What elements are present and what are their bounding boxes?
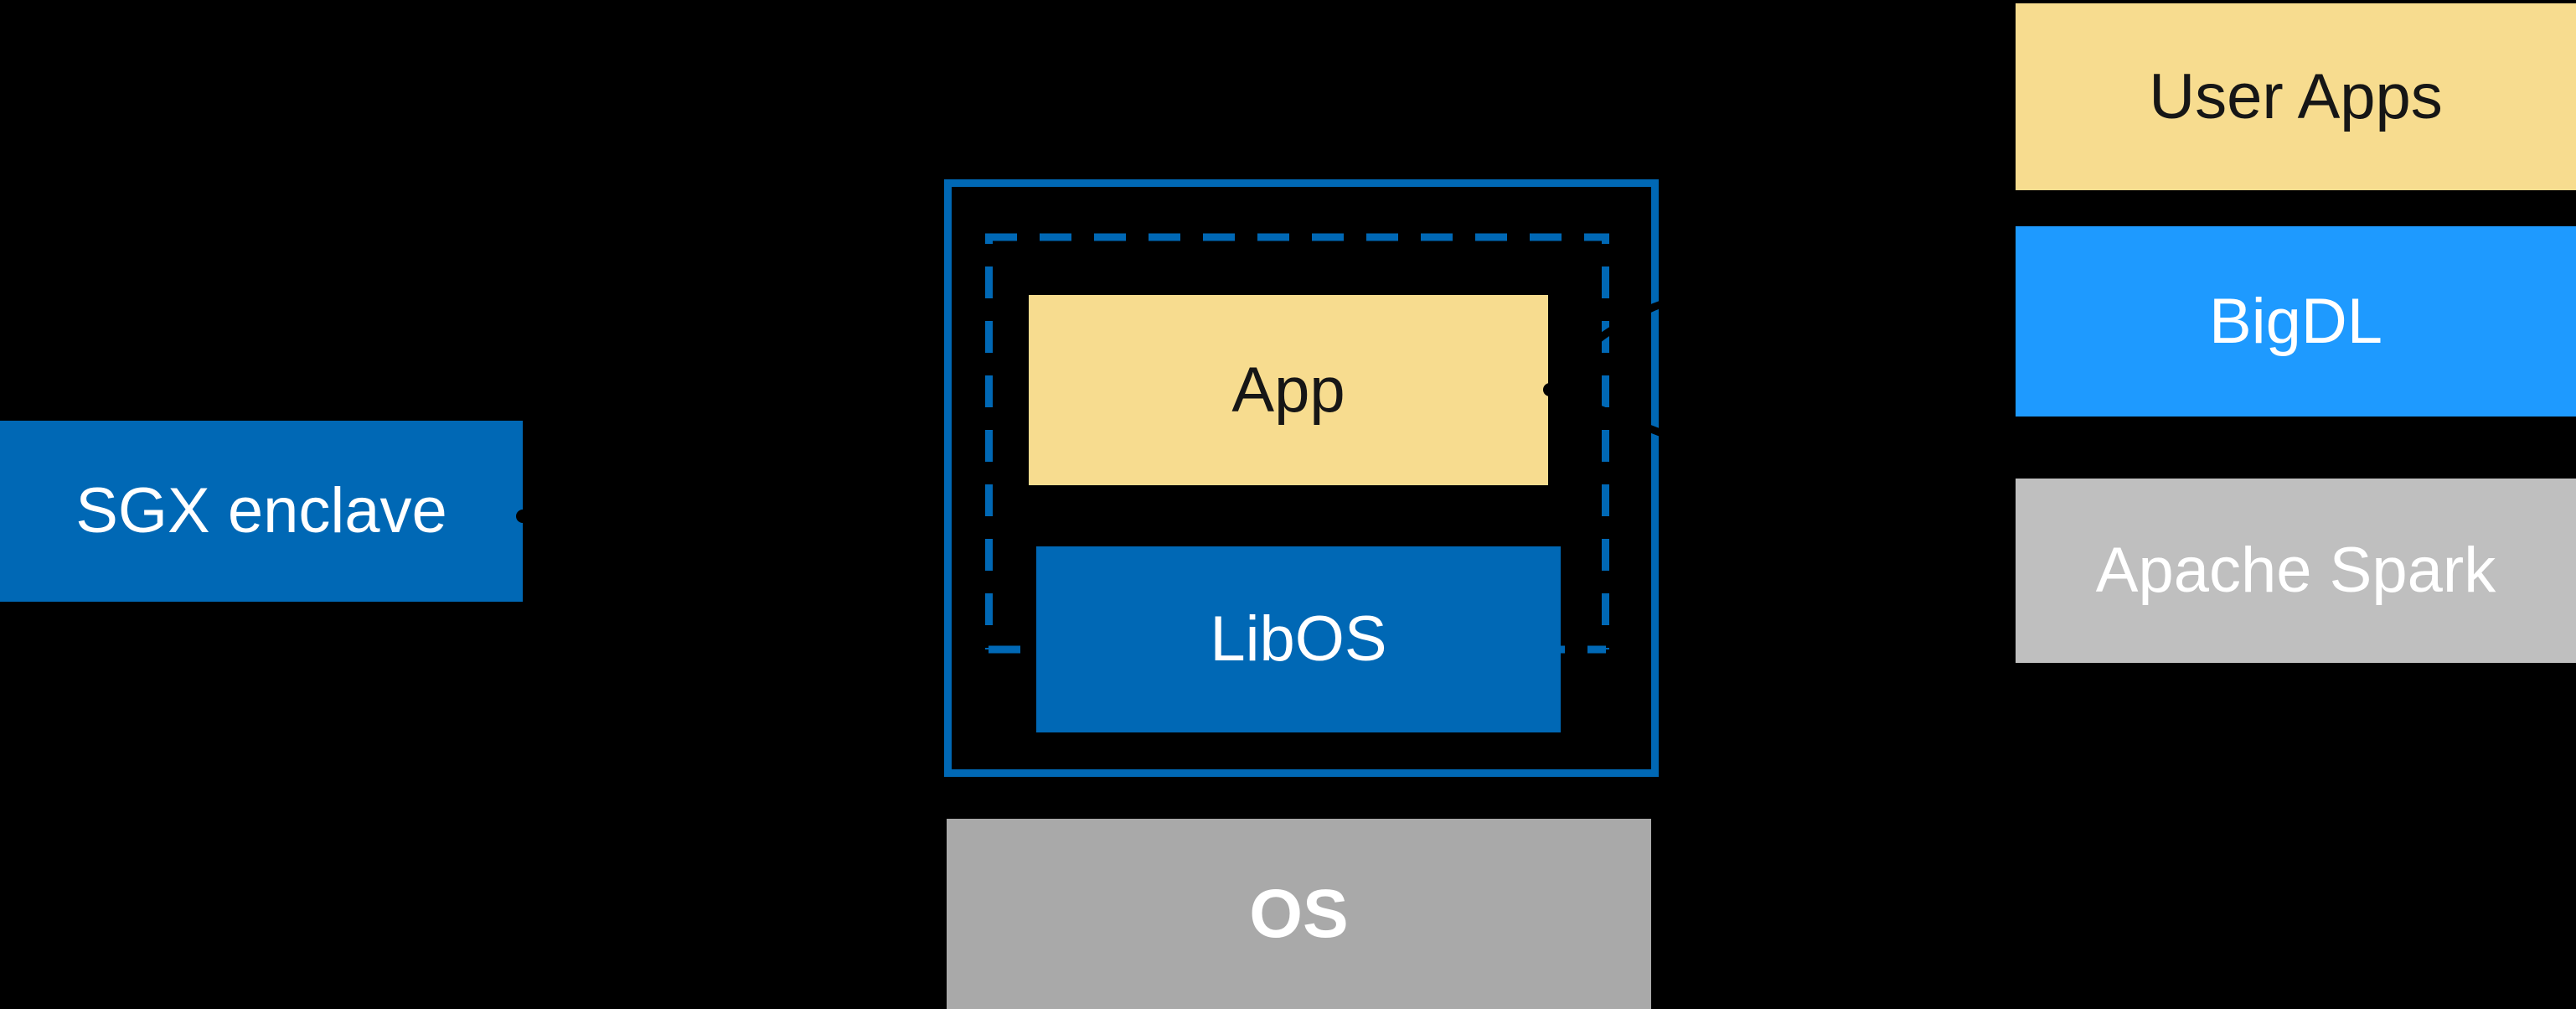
user-apps-label: User Apps bbox=[2149, 60, 2443, 132]
app-label: App bbox=[1231, 354, 1345, 426]
libos-label: LibOS bbox=[1210, 603, 1387, 675]
app-box: App bbox=[1029, 295, 1548, 485]
user-apps-box: User Apps bbox=[2016, 3, 2576, 190]
sgx-enclave-label: SGX enclave bbox=[75, 475, 447, 546]
apache-spark-box: Apache Spark bbox=[2016, 479, 2576, 663]
connector-app-to-bigdl bbox=[1546, 257, 1778, 392]
bigdl-box: BigDL bbox=[2016, 226, 2576, 417]
host-container-border bbox=[944, 179, 1659, 777]
sgx-enclave-box: SGX enclave bbox=[0, 421, 523, 602]
apache-spark-label: Apache Spark bbox=[2095, 535, 2496, 606]
connector-dot-sgx bbox=[516, 510, 529, 523]
os-box: OS bbox=[947, 819, 1651, 1009]
connector-app-to-spark bbox=[1548, 385, 1995, 567]
libos-box: LibOS bbox=[1036, 546, 1561, 732]
connector-dot-app bbox=[1543, 383, 1556, 396]
bigdl-label: BigDL bbox=[2209, 285, 2382, 357]
os-label: OS bbox=[1249, 875, 1349, 952]
